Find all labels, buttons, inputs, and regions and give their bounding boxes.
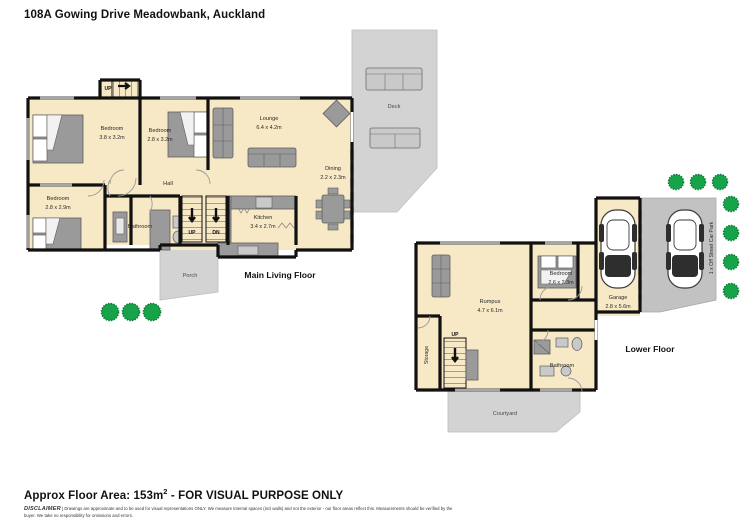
car-park-area: 1 x Off Street Car Park bbox=[639, 197, 717, 313]
floor-area-unit-sup: 2 bbox=[163, 487, 168, 496]
room-dim: 4.7 x 6.1m bbox=[477, 308, 503, 314]
room-bedroom-2: Bedroom 2.8 x 3.2m bbox=[147, 111, 209, 158]
room-garage: Garage 2.8 x 5.6m bbox=[599, 209, 637, 310]
room-dim: 2.8 x 2.9m bbox=[45, 205, 71, 211]
room-label: Bedroom bbox=[149, 128, 172, 134]
room-dim: 2.2 x 2.3m bbox=[320, 175, 346, 181]
garage-vehicle bbox=[599, 209, 637, 289]
main-floor-door-swings bbox=[87, 169, 211, 213]
room-hall: Hall bbox=[163, 181, 173, 187]
porch-area: Porch bbox=[159, 244, 219, 301]
courtyard-area: Courtyard bbox=[447, 389, 581, 433]
main-floor-title: Main Living Floor bbox=[244, 270, 316, 280]
room-storage: Storage bbox=[424, 346, 430, 364]
room-dim: 6.4 x 4.2m bbox=[256, 125, 282, 131]
room-dim: 3.4 x 2.7m bbox=[250, 224, 276, 230]
stair-up-lower: UP bbox=[443, 332, 479, 389]
stair-label: DN bbox=[212, 230, 220, 236]
room-label: Dining bbox=[325, 166, 341, 172]
room-rumpus: Rumpus 4.7 x 6.1m bbox=[431, 254, 503, 314]
floor-area-text: Approx Floor Area: 153m bbox=[24, 489, 164, 502]
stair-up-main: UP bbox=[181, 195, 203, 243]
room-label: Storage bbox=[424, 346, 430, 364]
room-label: Kitchen bbox=[254, 215, 273, 221]
deck-area: Deck bbox=[351, 29, 438, 213]
room-label: Bathroom bbox=[550, 363, 575, 369]
room-label: Rumpus bbox=[480, 299, 501, 305]
room-label: Garage bbox=[609, 295, 628, 301]
room-label: Hall bbox=[163, 181, 173, 187]
room-dim: 3.8 x 3.2m bbox=[99, 135, 125, 141]
car-park-vehicle bbox=[666, 209, 704, 289]
stair-dn-main: DN bbox=[205, 195, 227, 243]
room-bedroom-3: Bedroom 2.8 x 2.9m bbox=[32, 196, 82, 251]
room-label: Bathroom bbox=[128, 224, 153, 230]
disclaimer-heading: DISCLAIMER bbox=[24, 505, 61, 512]
room-bedroom-lower: Bedroom 2.6 x 2.3m bbox=[537, 255, 577, 289]
page-title: 108A Gowing Drive Meadowbank, Auckland bbox=[24, 9, 266, 21]
disclaimer: DISCLAIMER | Drawings are approximate an… bbox=[24, 505, 454, 520]
room-bedroom-1: Bedroom 3.8 x 3.2m bbox=[32, 114, 125, 164]
room-dim: 2.8 x 5.6m bbox=[605, 304, 631, 310]
floor-area-suffix: - FOR VISUAL PURPOSE ONLY bbox=[167, 489, 344, 502]
room-lounge: Lounge 6.4 x 4.2m bbox=[212, 99, 351, 168]
stair-label: UP bbox=[189, 230, 197, 236]
deck-label: Deck bbox=[388, 104, 401, 110]
disclaimer-body: | Drawings are approximate and to be use… bbox=[24, 505, 453, 519]
room-dim: 2.8 x 3.2m bbox=[147, 137, 173, 143]
room-dining: Dining 2.2 x 2.3m bbox=[315, 166, 351, 231]
shrub-cluster-lower bbox=[667, 173, 740, 300]
car-park-label: 1 x Off Street Car Park bbox=[709, 221, 715, 274]
room-label: Bedroom bbox=[47, 196, 70, 202]
room-dim: 2.6 x 2.3m bbox=[548, 280, 574, 286]
courtyard-label: Courtyard bbox=[493, 411, 518, 417]
room-label: Lounge bbox=[260, 116, 279, 122]
floor-area-line: Approx Floor Area: 153m2 - FOR VISUAL PU… bbox=[24, 487, 724, 502]
lower-floor-group: 1 x Off Street Car Park Courtyard Rumpus… bbox=[414, 173, 740, 433]
room-label: Bedroom bbox=[550, 271, 573, 277]
footer: Approx Floor Area: 153m2 - FOR VISUAL PU… bbox=[24, 487, 724, 520]
lower-floor-door-swings bbox=[417, 285, 583, 393]
porch-label: Porch bbox=[183, 273, 198, 279]
main-floor-window-frames bbox=[27, 97, 300, 248]
lower-floor-window-frames bbox=[440, 242, 572, 391]
stair-label: UP bbox=[452, 332, 460, 338]
main-living-floor-group: Deck Porch Bedroom 3.8 x 3.2m bbox=[26, 29, 438, 322]
stair-label: UP bbox=[105, 86, 113, 92]
lower-floor-title: Lower Floor bbox=[625, 344, 675, 354]
room-label: Bedroom bbox=[101, 126, 124, 132]
shrub-cluster-main bbox=[100, 302, 162, 322]
